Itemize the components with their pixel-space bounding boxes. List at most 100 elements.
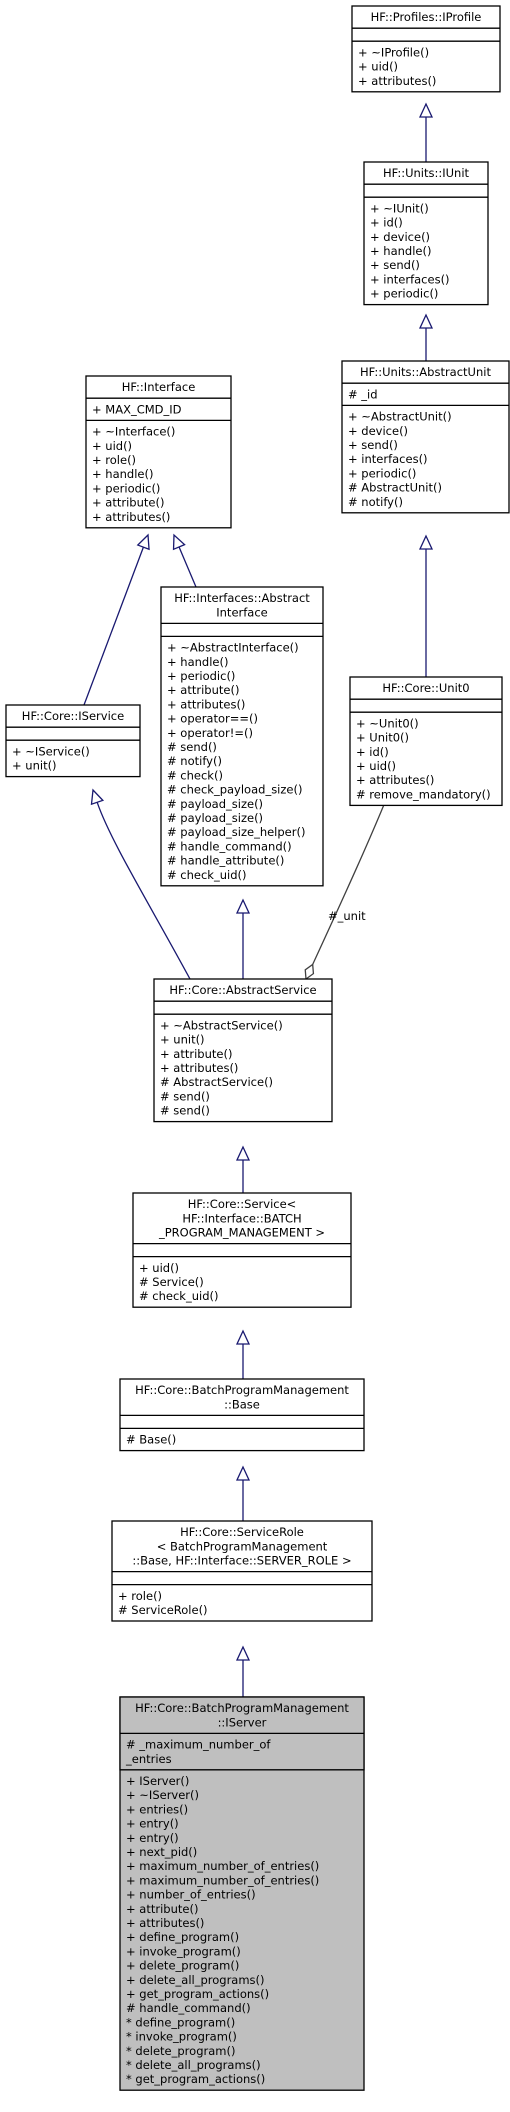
class-method: * invoke_program() <box>126 2030 237 2044</box>
class-method: + periodic() <box>92 481 160 495</box>
class-method: + attributes() <box>356 773 434 787</box>
class-name-line: HF::Core::BatchProgramManagement <box>135 1383 349 1397</box>
edge-unit0-to-abstractunit <box>418 534 434 677</box>
edge-absservice-to-absinterface <box>235 898 251 979</box>
class-method: + attributes() <box>92 510 170 524</box>
class-method: + id() <box>370 216 403 230</box>
inheritance-arrowhead <box>235 1465 251 1481</box>
class-method: + attribute() <box>92 496 164 510</box>
class-method: + ~IProfile() <box>358 45 429 59</box>
class-method: # AbstractService() <box>160 1075 273 1089</box>
class-box-absinterface[interactable]: HF::Interfaces::AbstractInterface+ ~Abst… <box>160 586 324 887</box>
class-method: # Service() <box>139 1275 204 1289</box>
class-method: # send() <box>160 1104 210 1118</box>
class-method: + delete_all_programs() <box>126 1973 265 1987</box>
edge-bpmbase-to-service <box>235 1329 251 1379</box>
inheritance-arrowhead <box>418 313 434 329</box>
class-name-line: HF::Core::IService <box>22 709 124 723</box>
class-method: + ~AbstractUnit() <box>348 410 452 424</box>
class-box-iprofile[interactable]: HF::Profiles::IProfile+ ~IProfile()+ uid… <box>351 5 501 93</box>
class-box-interface[interactable]: HF::Interface+ MAX_CMD_ID+ ~Interface()+… <box>85 375 232 529</box>
class-method: # send() <box>160 1089 210 1103</box>
class-method: + unit() <box>12 759 57 773</box>
class-name-line: HF::Interface::BATCH <box>182 1211 301 1225</box>
class-box-iunit[interactable]: HF::Units::IUnit+ ~IUnit()+ id()+ device… <box>363 161 489 306</box>
class-method: + attribute() <box>160 1047 232 1061</box>
inheritance-line <box>96 802 191 980</box>
edge-abstractunit-to-iunit <box>418 313 434 361</box>
usage-line <box>312 784 393 965</box>
class-attribute: _entries <box>125 1752 172 1766</box>
class-frame <box>85 375 232 529</box>
class-method: + attributes() <box>358 74 436 88</box>
class-box-abstractunit[interactable]: HF::Units::AbstractUnit# _id+ ~AbstractU… <box>341 360 510 514</box>
class-frame <box>349 676 503 807</box>
class-method: + ~AbstractInterface() <box>167 641 299 655</box>
class-method: + handle() <box>92 467 153 481</box>
class-box-iserver[interactable]: HF::Core::BatchProgramManagement::IServe… <box>119 1696 365 2091</box>
class-box-absservice[interactable]: HF::Core::AbstractService+ ~AbstractServ… <box>153 978 333 1123</box>
inheritance-arrowhead <box>172 533 186 551</box>
class-name-line: ::Base <box>224 1397 260 1411</box>
edge-servicerole-to-bpmbase <box>235 1465 251 1521</box>
class-name-line: ::IServer <box>218 1715 267 1729</box>
edge-service-to-absservice <box>235 1145 251 1193</box>
class-name-line: HF::Core::BatchProgramManagement <box>135 1701 349 1715</box>
class-method: + operator==() <box>167 712 258 726</box>
class-method: + entry() <box>126 1817 179 1831</box>
class-frame <box>119 1696 365 2091</box>
class-method: + delete_program() <box>126 1959 239 1973</box>
class-method: # Base() <box>126 1433 176 1447</box>
class-method: + unit() <box>160 1033 205 1047</box>
class-frame <box>341 360 510 514</box>
class-box-bpmbase[interactable]: HF::Core::BatchProgramManagement::Base# … <box>119 1378 365 1452</box>
class-box-servicerole[interactable]: HF::Core::ServiceRole< BatchProgramManag… <box>111 1520 373 1622</box>
class-method: # payload_size() <box>167 811 263 825</box>
class-method: + interfaces() <box>348 452 428 466</box>
class-method: # AbstractUnit() <box>348 481 442 495</box>
class-box-iservice[interactable]: HF::Core::IService+ ~IService()+ unit() <box>5 704 141 778</box>
edge-iservice-to-interface <box>83 533 150 706</box>
class-method: + uid() <box>356 759 396 773</box>
class-box-service[interactable]: HF::Core::Service< HF::Interface::BATCH_… <box>132 1192 352 1308</box>
class-method: + device() <box>370 230 430 244</box>
class-name-line: ::Base, HF::Interface::SERVER_ROLE > <box>132 1554 351 1568</box>
class-method: + uid() <box>358 60 398 74</box>
class-method: # send() <box>167 740 217 754</box>
inheritance-line <box>178 546 197 588</box>
usage-label: #_unit <box>328 909 366 923</box>
class-method: + ~Unit0() <box>356 716 419 730</box>
class-method: # remove_mandatory() <box>356 787 491 801</box>
class-method: # ServiceRole() <box>118 1603 208 1617</box>
edge-absservice-to-iservice <box>90 788 191 980</box>
inheritance-arrowhead <box>90 788 105 806</box>
class-frame <box>351 5 501 93</box>
class-attribute: # _maximum_number_of <box>126 1738 271 1752</box>
class-method: # handle_attribute() <box>167 854 284 868</box>
aggregation-diamond <box>304 963 315 981</box>
class-method: # check_payload_size() <box>167 783 302 797</box>
inheritance-arrowhead <box>235 1329 251 1345</box>
class-method: # handle_command() <box>167 839 292 853</box>
class-method: + Unit0() <box>356 731 409 745</box>
class-method: + ~IServer() <box>126 1788 199 1802</box>
class-box-unit0[interactable]: HF::Core::Unit0+ ~Unit0()+ Unit0()+ id()… <box>349 676 503 807</box>
class-method: * get_program_actions() <box>126 2072 265 2086</box>
class-method: + IServer() <box>126 1774 189 1788</box>
class-method: # check_uid() <box>167 868 246 882</box>
inheritance-arrowhead <box>136 533 150 551</box>
class-name-line: _PROGRAM_MANAGEMENT > <box>158 1226 325 1240</box>
class-method: + uid() <box>139 1261 179 1275</box>
classes-layer: HF::Profiles::IProfile+ ~IProfile()+ uid… <box>5 5 510 2091</box>
class-method: + entry() <box>126 1831 179 1845</box>
class-method: + number_of_entries() <box>126 1888 256 1902</box>
class-method: + attribute() <box>167 683 239 697</box>
class-method: # handle_command() <box>126 2001 251 2015</box>
class-method: + attributes() <box>126 1916 204 1930</box>
class-name-line: HF::Core::AbstractService <box>169 983 316 997</box>
class-name-line: HF::Interface <box>122 380 196 394</box>
class-method: + attributes() <box>160 1061 238 1075</box>
class-method: + attribute() <box>126 1902 198 1916</box>
class-name-line: HF::Units::IUnit <box>383 166 470 180</box>
